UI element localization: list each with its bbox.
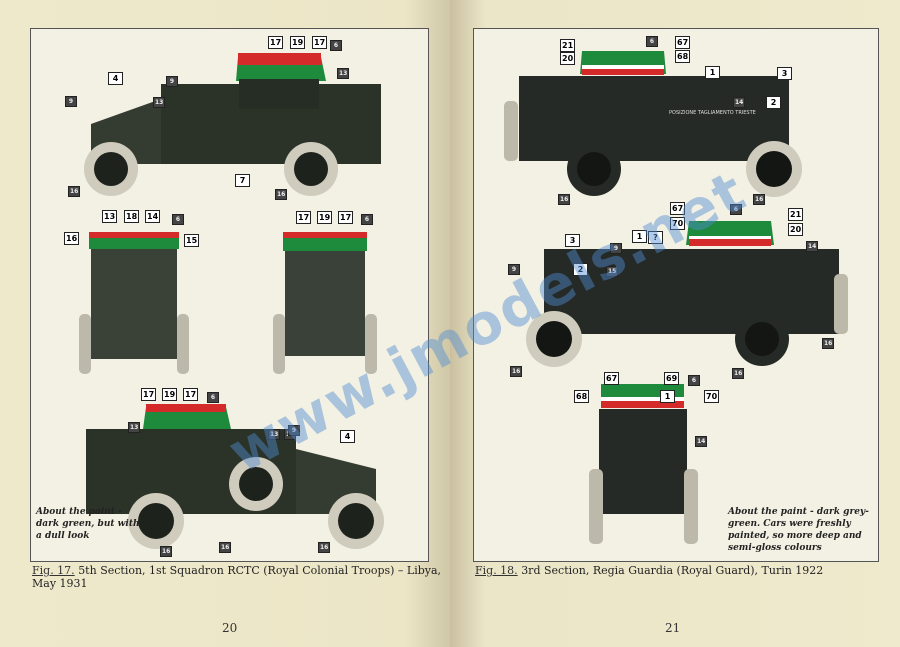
caption-text: 5th Section, 1st Squadron RCTC (Royal Co… bbox=[32, 564, 442, 590]
callout-label: 67 bbox=[604, 372, 620, 385]
rear-view-vehicle bbox=[273, 232, 377, 374]
callout-label: 6 bbox=[172, 214, 184, 225]
callout-label: 16 bbox=[219, 542, 232, 553]
callout-label: 1 bbox=[660, 390, 675, 403]
callout-label: 9 bbox=[610, 243, 622, 254]
callout-label: 13 bbox=[337, 68, 350, 79]
callout-label: 7 bbox=[235, 174, 250, 187]
callout-label: 9 bbox=[65, 96, 77, 107]
callout-label: 20 bbox=[788, 223, 804, 236]
callout-label: 6 bbox=[330, 40, 342, 51]
front-view-vehicle bbox=[79, 232, 189, 374]
callout-label: 14 bbox=[695, 436, 708, 447]
side-view-vehicle-2 bbox=[526, 221, 848, 367]
callout-label: 17 bbox=[338, 211, 354, 224]
vehicle-marking: POSIZIONE TAGLIAMENTO TRIESTE bbox=[669, 110, 756, 116]
figure-caption: Fig. 18. 3rd Section, Regia Guardia (Roy… bbox=[475, 564, 823, 577]
figure-17-frame bbox=[30, 28, 429, 562]
callout-label: 13 bbox=[153, 97, 166, 108]
callout-label: 6 bbox=[646, 36, 658, 47]
callout-label: 70 bbox=[670, 217, 686, 230]
callout-label: 15 bbox=[606, 266, 619, 277]
callout-label: 69 bbox=[664, 372, 680, 385]
side-view-vehicle bbox=[84, 53, 381, 196]
callout-label: 4 bbox=[108, 72, 123, 85]
callout-label: 9 bbox=[288, 425, 300, 436]
callout-label: 2 bbox=[573, 263, 588, 276]
callout-label: 9 bbox=[508, 264, 520, 275]
callout-label: 67 bbox=[670, 202, 686, 215]
callout-label: 18 bbox=[124, 210, 140, 223]
callout-label: 17 bbox=[183, 388, 199, 401]
callout-label: 14 bbox=[806, 241, 819, 252]
callout-label: ? bbox=[648, 231, 663, 244]
callout-label: 16 bbox=[64, 232, 80, 245]
paint-note: About the paint - dark grey-green. Cars … bbox=[728, 507, 869, 553]
callout-label: 19 bbox=[162, 388, 178, 401]
callout-label: 3 bbox=[565, 234, 580, 247]
callout-label: 17 bbox=[141, 388, 157, 401]
callout-label: 19 bbox=[317, 211, 333, 224]
callout-label: 6 bbox=[361, 214, 373, 225]
callout-label: 16 bbox=[510, 366, 523, 377]
callout-label: 9 bbox=[166, 76, 178, 87]
callout-label: 13 bbox=[268, 429, 281, 440]
callout-label: 17 bbox=[268, 36, 284, 49]
side-view-vehicle: POSIZIONE TAGLIAMENTO TRIESTE bbox=[504, 51, 802, 197]
callout-label: 16 bbox=[558, 194, 571, 205]
side-view-vehicle-2 bbox=[86, 404, 384, 549]
left-page: About the paint - dark green, but with a… bbox=[0, 0, 450, 647]
figure-number: Fig. 18. bbox=[475, 564, 518, 577]
front-view-vehicle bbox=[589, 384, 698, 544]
callout-label: 17 bbox=[296, 211, 312, 224]
callout-label: 20 bbox=[560, 52, 576, 65]
caption-text: 3rd Section, Regia Guardia (Royal Guard)… bbox=[521, 564, 824, 577]
callout-label: 70 bbox=[704, 390, 720, 403]
callout-label: 14 bbox=[145, 210, 161, 223]
callout-label: 2 bbox=[766, 96, 781, 109]
callout-label: 19 bbox=[290, 36, 306, 49]
callout-label: 15 bbox=[184, 234, 200, 247]
right-page: POSIZIONE TAGLIAMENTO TRIESTE About the … bbox=[450, 0, 900, 647]
callout-label: 16 bbox=[160, 546, 173, 557]
callout-label: 68 bbox=[574, 390, 590, 403]
callout-label: 16 bbox=[318, 542, 331, 553]
page-number: 21 bbox=[665, 621, 681, 635]
callout-label: 16 bbox=[732, 368, 745, 379]
figure-number: Fig. 17. bbox=[32, 564, 75, 577]
callout-label: 16 bbox=[275, 189, 288, 200]
callout-label: 13 bbox=[102, 210, 118, 223]
callout-label: 21 bbox=[560, 39, 576, 52]
callout-label: 3 bbox=[777, 67, 792, 80]
callout-label: 1 bbox=[632, 230, 647, 243]
figure-17-illustrations bbox=[79, 53, 384, 549]
callout-label: 13 bbox=[128, 422, 141, 433]
figure-18-illustrations: POSIZIONE TAGLIAMENTO TRIESTE bbox=[504, 51, 848, 544]
callout-label: 16 bbox=[822, 338, 835, 349]
callout-label: 21 bbox=[788, 208, 804, 221]
callout-label: 16 bbox=[68, 186, 81, 197]
callout-label: 16 bbox=[753, 194, 766, 205]
paint-note: About the paint - dark green, but with a… bbox=[36, 507, 140, 541]
callout-label: 4 bbox=[340, 430, 355, 443]
callout-label: 6 bbox=[688, 375, 700, 386]
page-number: 20 bbox=[222, 621, 238, 635]
callout-label: 67 bbox=[675, 36, 691, 49]
callout-label: 17 bbox=[312, 36, 328, 49]
callout-label: 1 bbox=[705, 66, 720, 79]
callout-label: 14 bbox=[733, 97, 746, 108]
figure-caption: Fig. 17. 5th Section, 1st Squadron RCTC … bbox=[32, 564, 450, 590]
callout-label: 6 bbox=[207, 392, 219, 403]
callout-label: 6 bbox=[730, 204, 742, 215]
figure-18-frame: POSIZIONE TAGLIAMENTO TRIESTE bbox=[473, 28, 879, 562]
callout-label: 68 bbox=[675, 50, 691, 63]
